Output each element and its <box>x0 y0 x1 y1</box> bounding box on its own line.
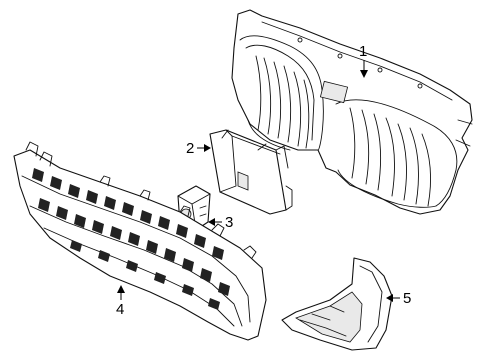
callout-2: 2 <box>186 140 211 157</box>
callout-3: 3 <box>208 214 233 231</box>
callout-3-label: 3 <box>225 214 233 231</box>
callout-3-arrow <box>208 218 215 226</box>
callout-4-label: 4 <box>116 301 124 318</box>
callout-5-label: 5 <box>403 290 411 307</box>
callout-1: 1 <box>359 43 368 78</box>
callout-1-label: 1 <box>359 43 367 60</box>
part-4-lower-grille <box>13 141 267 341</box>
callout-5-arrow <box>386 294 393 302</box>
callout-2-arrow <box>204 144 211 152</box>
callout-4-arrow <box>117 285 125 293</box>
callout-5: 5 <box>386 290 411 307</box>
part-1-upper-grille <box>231 9 473 215</box>
callout-2-label: 2 <box>186 140 194 157</box>
part-5-side-trim <box>281 257 393 351</box>
callout-4: 4 <box>116 285 125 318</box>
part-2-bracket-plate <box>209 129 293 215</box>
callout-1-arrow <box>360 70 368 78</box>
